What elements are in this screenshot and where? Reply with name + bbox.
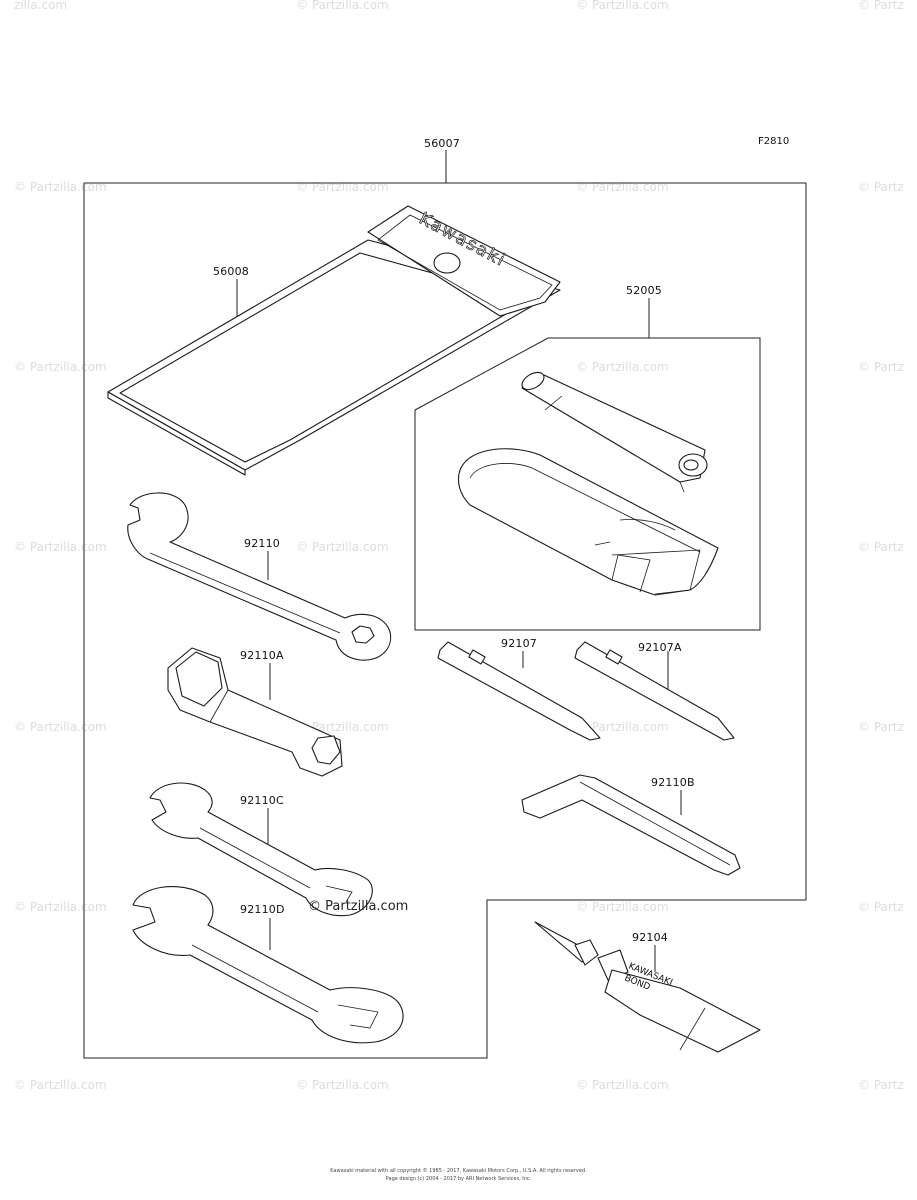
screwdriver-92107 [437, 641, 601, 741]
hex-key-92110b [521, 774, 741, 876]
watermark: © Partzilla.com [14, 900, 107, 914]
leader-lines [236, 150, 682, 972]
watermark: © Partzilla.com [14, 360, 107, 374]
watermark: © Partzilla.com [576, 1078, 669, 1092]
wrench-92110c [149, 782, 373, 917]
watermark: © Partzilla.com [296, 1078, 389, 1092]
watermark: © Partz [858, 1078, 904, 1092]
figure-code: F2810 [758, 136, 790, 147]
pouch-snap-button [433, 252, 461, 274]
wrench-92110d [132, 886, 404, 1044]
watermark: © Partzilla.com [576, 720, 669, 734]
watermark: © Partz [858, 540, 904, 554]
watermark: © Partz [858, 0, 904, 12]
callout-92110a: 92110A [240, 649, 284, 662]
tool-pouch: Kawasaki [107, 205, 561, 476]
watermark: © Partzilla.com [296, 540, 389, 554]
toolkit-boundary [83, 182, 807, 1059]
watermark: © Partz [858, 360, 904, 374]
footer-page-design: Page design (c) 2004 - 2017 by ARI Netwo… [385, 1176, 532, 1182]
watermark: zilla.com [14, 0, 68, 12]
watermark: © Partzilla.com [576, 900, 669, 914]
watermark: © Partzilla.com [14, 1078, 107, 1092]
callout-56007: 56007 [424, 137, 460, 150]
watermark: © Partzilla.com [14, 720, 107, 734]
watermark: © Partzilla.com [576, 0, 669, 12]
callout-92107: 92107 [501, 637, 537, 650]
watermark: © Partzilla.com [576, 360, 669, 374]
callout-92104: 92104 [632, 931, 668, 944]
callout-92110d: 92110D [240, 903, 285, 916]
footer-copyright: Kawasaki material with all copyright © 1… [330, 1168, 587, 1174]
callout-92107a: 92107A [638, 641, 682, 654]
callout-92110c: 92110C [240, 794, 284, 807]
callout-92110: 92110 [244, 537, 280, 550]
callout-56008: 56008 [213, 265, 249, 278]
watermark: © Partzilla.com [14, 180, 107, 194]
watermark: © Partz [858, 720, 904, 734]
watermark: © Partzilla.com [14, 540, 107, 554]
plug-wrench-bag [457, 448, 719, 596]
callout-52005: 52005 [626, 284, 662, 297]
watermark: © Partz [858, 180, 904, 194]
callout-92110b: 92110B [651, 776, 695, 789]
watermark-main: © Partzilla.com [308, 899, 409, 914]
plug-wrench-set-boundary [414, 337, 761, 631]
screwdriver-92107a [574, 641, 735, 741]
watermark: © Partzilla.com [296, 0, 389, 12]
box-wrench-92110a [167, 647, 343, 777]
watermark: © Partz [858, 900, 904, 914]
spanner-92110 [127, 492, 392, 661]
plug-wrench [521, 371, 708, 493]
